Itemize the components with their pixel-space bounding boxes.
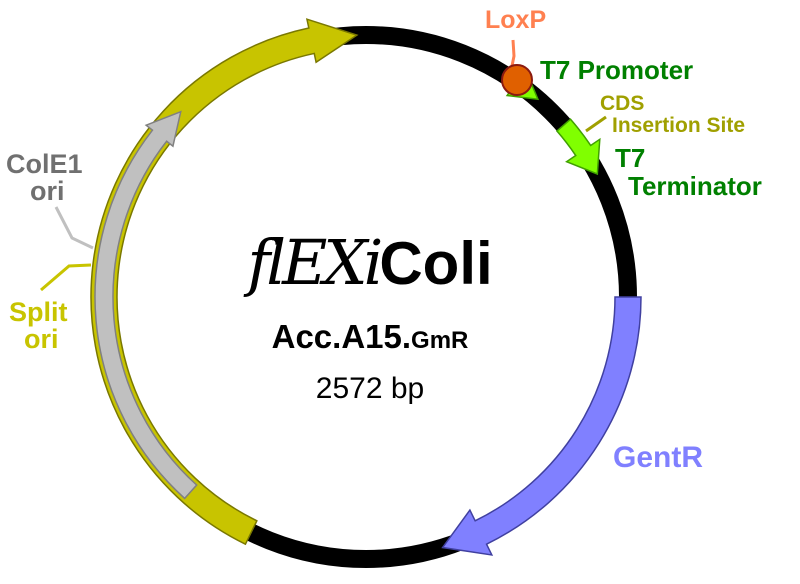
plasmid-name-main: Acc.A15. (271, 318, 412, 355)
t7-terminator-feature[interactable] (555, 118, 601, 176)
title-plain-part: Coli (379, 230, 493, 297)
cds-label-line1: CDS (600, 92, 644, 115)
cole1-ori-label-line1: ColE1 (6, 149, 83, 179)
cole1-ori-label-line2: ori (30, 176, 65, 206)
title-script-part: flEXi (247, 226, 383, 299)
plasmid-title: flEXiColi (0, 232, 740, 294)
plasmid-name-suffix: GmR (411, 327, 469, 354)
gentr-feature[interactable] (441, 296, 642, 556)
gentr-label: GentR (613, 441, 703, 474)
split-ori-label-line1: Split (9, 297, 68, 327)
plasmid-name: Acc.A15.GmR (0, 318, 740, 356)
loxp-site-marker[interactable] (501, 64, 533, 96)
t7-promoter-label: T7 Promoter (540, 55, 693, 85)
t7-terminator-label-line2: Terminator (628, 171, 762, 201)
cds-label-line2: Insertion Site (612, 114, 745, 137)
cds-leader-line (585, 115, 607, 133)
loxp-label: LoxP (485, 6, 546, 34)
split-ori-label-line2: ori (24, 324, 59, 354)
cole1-ori-feature[interactable] (94, 110, 198, 500)
plasmid-size: 2572 bp (315, 372, 425, 405)
t7-terminator-label-line1: T7 (615, 143, 645, 173)
cole1-leader-line (54, 206, 94, 250)
split-leader-line (40, 263, 92, 292)
